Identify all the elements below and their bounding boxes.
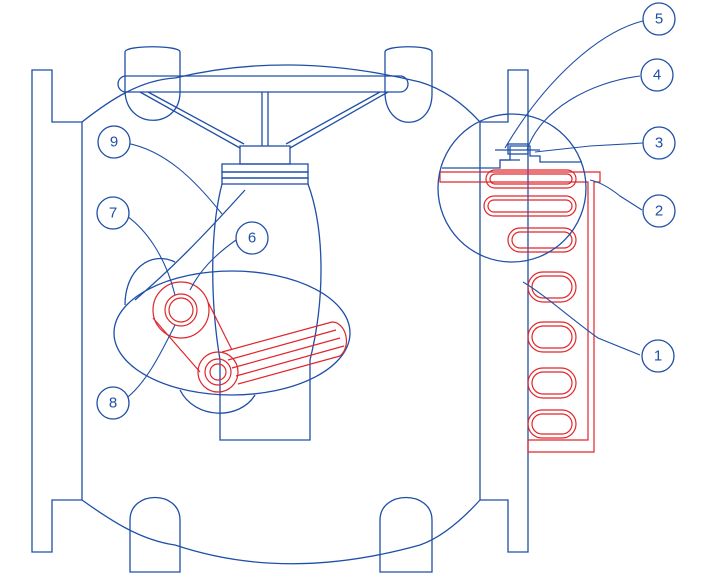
callout-7-label: 7: [109, 205, 117, 222]
callout-6-label: 6: [248, 230, 256, 247]
callout-4: 4: [640, 58, 674, 92]
lever-arm: [152, 281, 348, 393]
detail-magnifier: [437, 113, 587, 263]
callout-1: 1: [641, 339, 675, 373]
left-flange: [31, 69, 83, 553]
callout-3-label: 3: [655, 135, 663, 152]
handwheel: [117, 75, 409, 149]
callout-7: 7: [96, 196, 130, 230]
callout-3: 3: [642, 126, 676, 160]
right-flange: [479, 69, 529, 553]
callout-2: 2: [642, 194, 676, 228]
heating-coil: [439, 169, 601, 453]
callout-leaders: [123, 19, 648, 401]
callout-8: 8: [96, 386, 130, 420]
callout-4-label: 4: [653, 67, 661, 84]
callout-5-label: 5: [655, 11, 663, 28]
callout-9-label: 9: [110, 134, 118, 151]
callout-6: 6: [235, 221, 269, 255]
top-lugs: [124, 46, 433, 123]
callout-5: 5: [642, 2, 676, 36]
bottom-lugs: [129, 497, 433, 573]
disc-assembly: [113, 257, 351, 414]
callout-2-label: 2: [655, 203, 663, 220]
callout-8-label: 8: [109, 395, 117, 412]
bonnet: [134, 145, 322, 441]
callout-9: 9: [97, 125, 131, 159]
valve-body: [81, 64, 481, 565]
callout-1-label: 1: [654, 348, 662, 365]
